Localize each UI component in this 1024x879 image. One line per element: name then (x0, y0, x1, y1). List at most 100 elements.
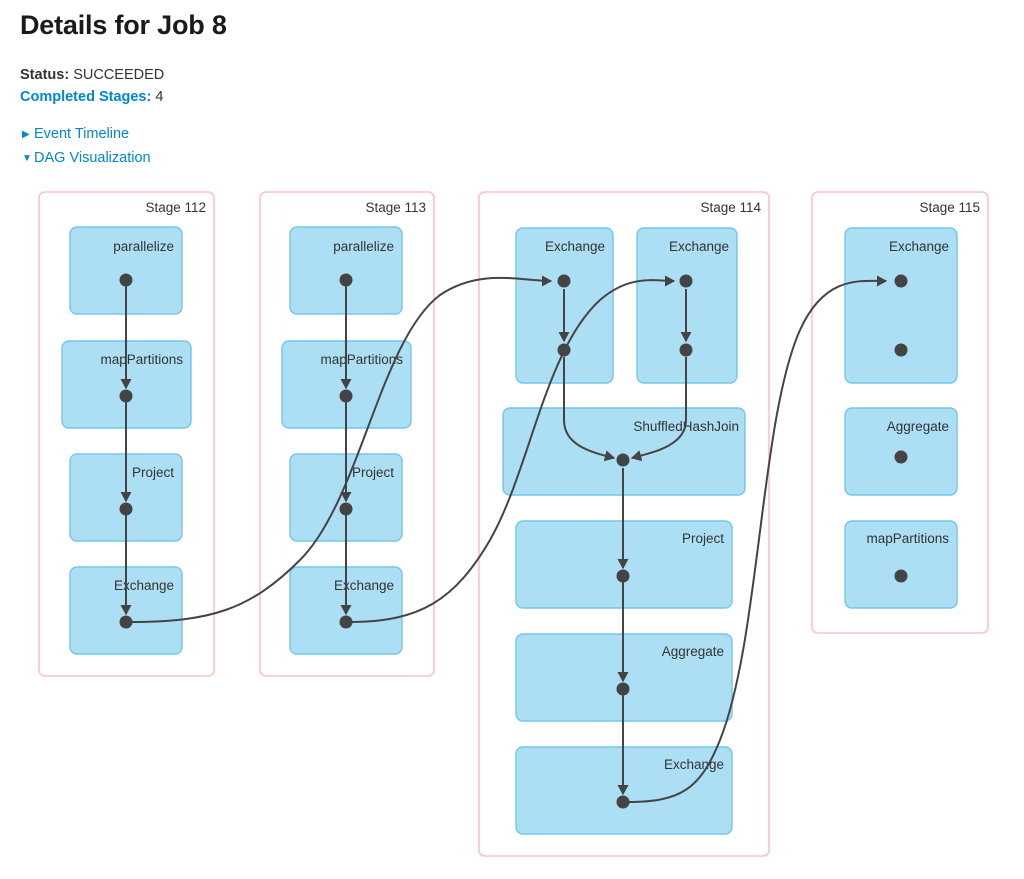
toggle-dag-visualization-label: DAG Visualization (34, 150, 151, 166)
dag-edge-e-s113-to-s114right (349, 275, 676, 623)
dag-node-s113-parallelize[interactable]: parallelize (289, 226, 403, 315)
dag-edge-dot-dot-s113-project (339, 502, 353, 516)
dag-node-label: mapPartitions (866, 531, 949, 546)
dag-edge-dot-dot-s114-project (616, 569, 630, 583)
dag-edge-dot-dot-s114-aggregate (616, 682, 630, 696)
completed-stages-line: Completed Stages: 4 (20, 89, 163, 105)
stage-cluster-label: Stage 113 (365, 200, 426, 215)
dag-node-s114-exchange-right[interactable]: Exchange (636, 227, 738, 384)
dag-node-rect[interactable] (289, 226, 403, 315)
dag-node-s115-aggregate[interactable]: Aggregate (844, 407, 958, 496)
stage-cluster-stage-115: Stage 115 (811, 191, 989, 634)
dag-node-label: Project (682, 531, 724, 546)
dag-node-label: Aggregate (887, 419, 949, 434)
dag-node-rect[interactable] (289, 453, 403, 542)
dag-edge-dot-dot-s115-exchange-in (894, 274, 908, 288)
dag-edge-dot-dot-s113-mapPartitions (339, 389, 353, 403)
dag-node-rect[interactable] (69, 453, 183, 542)
stage-cluster-rect (478, 191, 770, 857)
stage-cluster-stage-113: Stage 113 (259, 191, 435, 677)
dag-node-label: Exchange (334, 578, 394, 593)
dag-node-label: Exchange (114, 578, 174, 593)
stage-cluster-rect (38, 191, 215, 677)
dag-node-rect[interactable] (69, 566, 183, 655)
dag-edge-dot-dot-s115-exchange-out (894, 343, 908, 357)
dag-edge-dot-dot-s115-mapPartitions (894, 569, 908, 583)
dag-node-label: Exchange (669, 239, 729, 254)
dag-node-s114-shuffledhashjoin[interactable]: ShuffledHashJoin (502, 407, 746, 496)
dag-node-s115-exchange[interactable]: Exchange (844, 227, 958, 384)
dag-edge-dot-dot-s112-parallelize (119, 273, 133, 287)
status-line: Status: SUCCEEDED (20, 67, 164, 83)
dag-node-rect[interactable] (61, 340, 192, 429)
dag-edge-dot-dot-s112-mapPartitions (119, 389, 133, 403)
dag-node-s114-exchange-bottom[interactable]: Exchange (515, 746, 733, 835)
toggle-dag-visualization[interactable]: ▼DAG Visualization (22, 150, 151, 166)
stage-cluster-rect (811, 191, 989, 634)
dag-edge-dot-dot-s112-exchange (119, 615, 133, 629)
dag-node-label: mapPartitions (100, 352, 183, 367)
dag-node-label: ShuffledHashJoin (633, 419, 739, 434)
dag-edge-dots (119, 273, 908, 809)
completed-stages-value: 4 (155, 89, 164, 105)
stage-cluster-label: Stage 112 (145, 200, 206, 215)
stage-cluster-stage-112: Stage 112 (38, 191, 215, 677)
dag-node-s115-mapPartitions[interactable]: mapPartitions (844, 520, 958, 609)
dag-node-label: Exchange (545, 239, 605, 254)
dag-node-rect[interactable] (289, 566, 403, 655)
dag-node-rect[interactable] (515, 227, 614, 384)
dag-node-rect[interactable] (844, 407, 958, 496)
dag-node-rect[interactable] (515, 633, 733, 722)
stage-cluster-rect (259, 191, 435, 677)
dag-node-s112-mapPartitions[interactable]: mapPartitions (61, 340, 192, 429)
dag-node-s112-exchange[interactable]: Exchange (69, 566, 183, 655)
stage-cluster-label: Stage 114 (700, 200, 761, 215)
dag-node-s112-parallelize[interactable]: parallelize (69, 226, 183, 315)
dag-node-s113-project[interactable]: Project (289, 453, 403, 542)
dag-edge-dot-dot-s113-parallelize (339, 273, 353, 287)
dag-edge-dot-dot-s115-aggregate (894, 450, 908, 464)
stage-clusters: Stage 112 Stage 113 Stage 114 Stage 115 (38, 191, 989, 857)
chevron-down-icon: ▼ (22, 153, 32, 164)
dag-node-rect[interactable] (281, 340, 412, 429)
dag-node-label: parallelize (333, 239, 394, 254)
stage-cluster-stage-114: Stage 114 (478, 191, 770, 857)
dag-edge-dot-dot-s114-exleft-out (557, 343, 571, 357)
stage-cluster-label: Stage 115 (919, 200, 980, 215)
dag-node-rect[interactable] (69, 226, 183, 315)
dag-edge-dot-dot-s114-join (616, 453, 630, 467)
dag-node-rect[interactable] (515, 746, 733, 835)
dag-edge-e-s112-to-s114left (129, 275, 553, 623)
dag-node-s114-exchange-left[interactable]: Exchange (515, 227, 614, 384)
dag-node-s114-project[interactable]: Project (515, 520, 733, 609)
dag-node-label: Aggregate (662, 644, 724, 659)
dag-node-label: Exchange (664, 757, 724, 772)
dag-edge-e-s114-left-to-join (563, 357, 616, 462)
dag-edge-dot-dot-s114-exchange (616, 795, 630, 809)
dag-node-rect[interactable] (636, 227, 738, 384)
dag-edge-dot-dot-s114-exright-in (679, 274, 693, 288)
dag-node-s114-aggregate[interactable]: Aggregate (515, 633, 733, 722)
dag-edge-dot-dot-s114-exleft-in (557, 274, 571, 288)
dag-edge-dot-dot-s112-project (119, 502, 133, 516)
dag-node-label: parallelize (113, 239, 174, 254)
toggle-event-timeline-label: Event Timeline (34, 126, 130, 142)
dag-node-s113-exchange[interactable]: Exchange (289, 566, 403, 655)
dag-node-rect[interactable] (844, 520, 958, 609)
dag-node-s113-mapPartitions[interactable]: mapPartitions (281, 340, 412, 429)
toggle-event-timeline[interactable]: ▶ Event Timeline (22, 126, 129, 142)
dag-edge-dot-dot-s113-exchange (339, 615, 353, 629)
status-label: Status: (20, 67, 70, 83)
dag-node-s112-project[interactable]: Project (69, 453, 183, 542)
dag-node-label: Project (132, 465, 174, 480)
dag-edge-e-s114-right-to-join (630, 357, 687, 462)
dag-nodes: parallelizemapPartitionsProjectExchangep… (61, 226, 958, 835)
dag-node-rect[interactable] (502, 407, 746, 496)
completed-stages-label: Completed Stages: (20, 89, 152, 105)
chevron-right-icon: ▶ (22, 129, 30, 140)
dag-node-label: Project (352, 465, 394, 480)
dag-node-rect[interactable] (515, 520, 733, 609)
page-title: Details for Job 8 (20, 10, 227, 40)
dag-node-rect[interactable] (844, 227, 958, 384)
